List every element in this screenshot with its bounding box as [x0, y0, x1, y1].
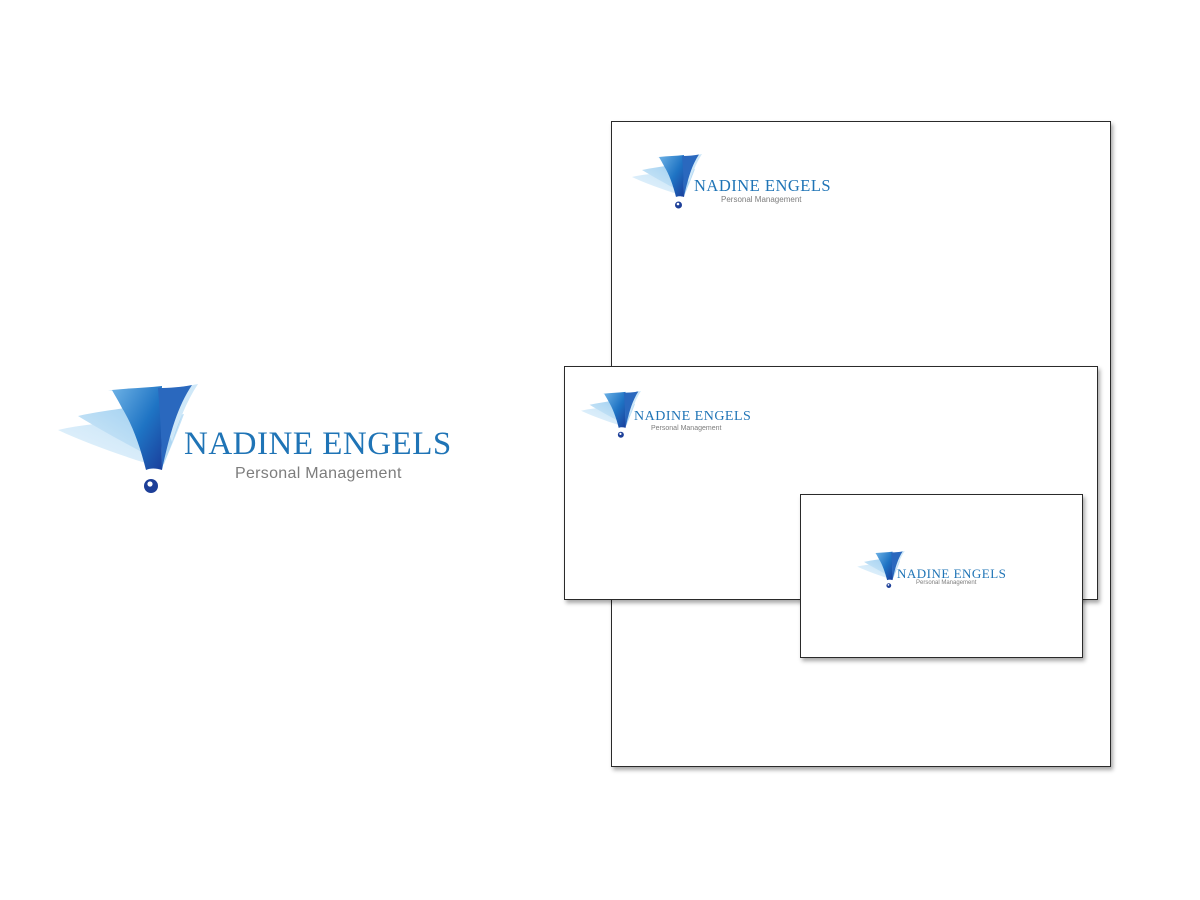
envelope-brand-tagline: Personal Management: [651, 424, 722, 432]
letterhead-logo: NADINE ENGELS Personal Management: [632, 154, 852, 210]
feather-exclamation-icon: [581, 391, 641, 439]
letterhead-brand-name: NADINE ENGELS: [694, 176, 832, 195]
business-card-brand-tagline: Personal Management: [916, 580, 977, 586]
letterhead-brand-tagline: Personal Management: [721, 195, 802, 204]
business-card-sheet: NADINE ENGELS Personal Management: [800, 494, 1083, 658]
envelope-brand-name: NADINE ENGELS: [634, 409, 752, 424]
envelope-logo: NADINE ENGELS Personal Management: [581, 391, 781, 439]
brand-tagline: Personal Management: [235, 465, 402, 482]
feather-exclamation-icon: [632, 154, 702, 210]
brand-name: NADINE ENGELS: [184, 426, 452, 462]
business-card-logo: NADINE ENGELS Personal Management: [857, 551, 1057, 591]
main-logo: NADINE ENGELS Personal Management: [58, 384, 488, 496]
business-card-brand-name: NADINE ENGELS: [897, 566, 1007, 581]
feather-exclamation-icon: [58, 384, 198, 496]
